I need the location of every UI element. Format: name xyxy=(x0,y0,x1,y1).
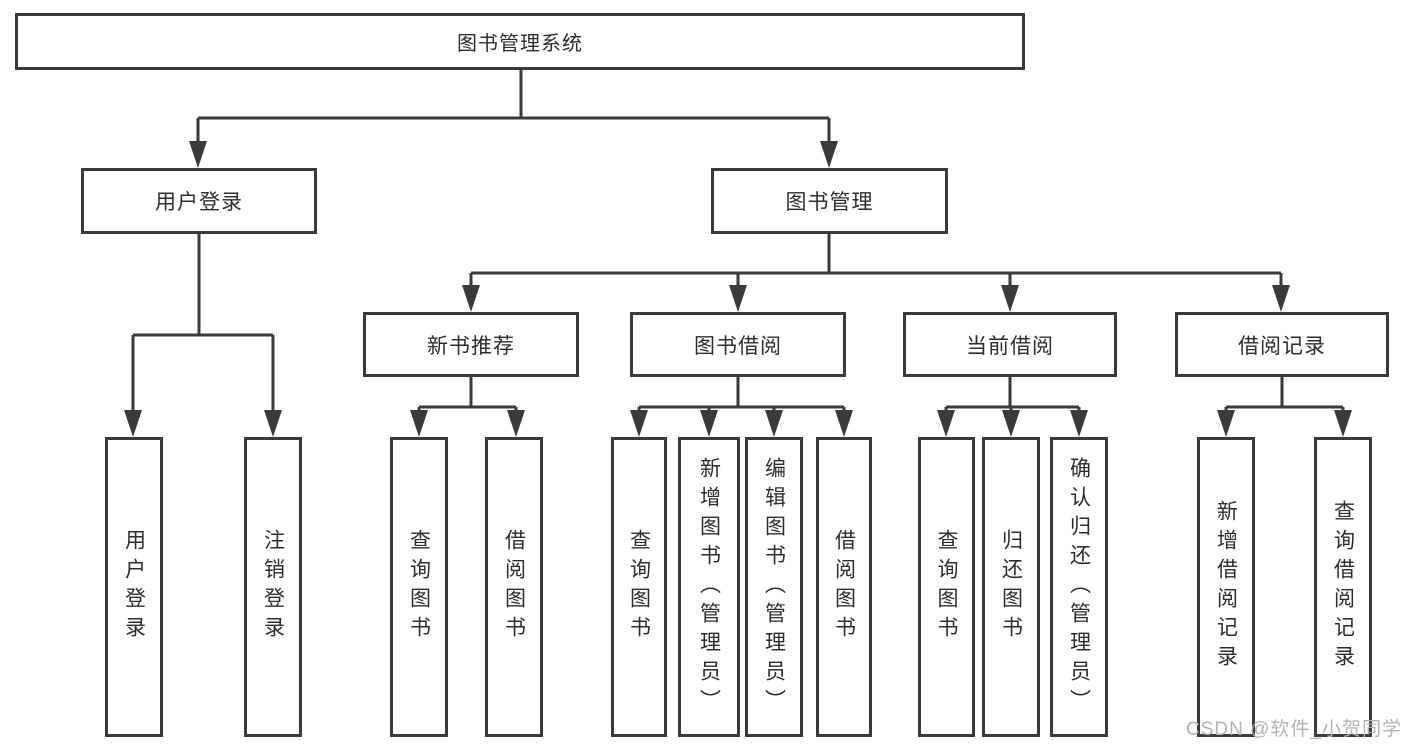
node-root-system: 图书管理系统 xyxy=(15,13,1025,70)
node-label: 用户登录 xyxy=(155,191,243,214)
leaf-label: 归还图书 xyxy=(999,529,1023,645)
leaf-label: 查询图书 xyxy=(627,529,651,645)
leaf-borrow-books-recommend: 借阅图书 xyxy=(485,437,543,737)
leaf-confirm-return-admin: 确认归还（管理员） xyxy=(1050,437,1108,737)
node-root-label: 图书管理系统 xyxy=(457,33,583,55)
leaf-label: 新增图书（管理员） xyxy=(697,456,721,718)
csdn-watermark: CSDN @软件_小贺同学 xyxy=(1186,719,1402,740)
node-user-login-branch: 用户登录 xyxy=(81,168,317,234)
node-label: 借阅记录 xyxy=(1238,334,1326,358)
leaf-label: 借阅图书 xyxy=(832,529,856,645)
node-borrowing-records: 借阅记录 xyxy=(1175,312,1389,377)
node-current-borrowing: 当前借阅 xyxy=(903,312,1117,377)
leaf-label: 查询图书 xyxy=(935,529,958,645)
leaf-query-books-current: 查询图书 xyxy=(918,437,975,737)
leaf-return-books: 归还图书 xyxy=(982,437,1040,737)
arrowheads xyxy=(124,141,1352,437)
node-label: 当前借阅 xyxy=(966,334,1054,358)
leaf-query-books-recommend: 查询图书 xyxy=(390,437,448,737)
leaf-label: 注销登录 xyxy=(261,529,285,645)
leaf-label: 借阅图书 xyxy=(502,529,526,645)
leaf-edit-books-admin: 编辑图书（管理员） xyxy=(745,437,803,737)
leaf-label: 编辑图书（管理员） xyxy=(762,456,786,718)
leaf-borrow-books: 借阅图书 xyxy=(816,437,872,737)
leaf-query-books-borrowing: 查询图书 xyxy=(611,437,667,737)
node-label: 新书推荐 xyxy=(427,334,515,358)
leaf-add-books-admin: 新增图书（管理员） xyxy=(678,437,740,737)
leaf-query-borrow-record: 查询借阅记录 xyxy=(1314,437,1372,737)
leaf-label: 确认归还（管理员） xyxy=(1067,456,1091,718)
leaf-label: 新增借阅记录 xyxy=(1214,500,1238,674)
leaf-label: 查询借阅记录 xyxy=(1331,500,1355,674)
node-new-book-recommendation: 新书推荐 xyxy=(363,312,579,377)
node-label: 图书管理 xyxy=(785,191,874,214)
leaf-user-login: 用户登录 xyxy=(105,437,163,737)
node-label: 图书借阅 xyxy=(694,334,782,358)
leaf-add-borrow-record: 新增借阅记录 xyxy=(1197,437,1255,737)
leaf-label: 用户登录 xyxy=(122,529,146,645)
leaf-label: 查询图书 xyxy=(407,529,431,645)
leaf-logout: 注销登录 xyxy=(244,437,302,737)
node-book-management-branch: 图书管理 xyxy=(711,168,948,234)
node-book-borrowing: 图书借阅 xyxy=(630,312,846,377)
